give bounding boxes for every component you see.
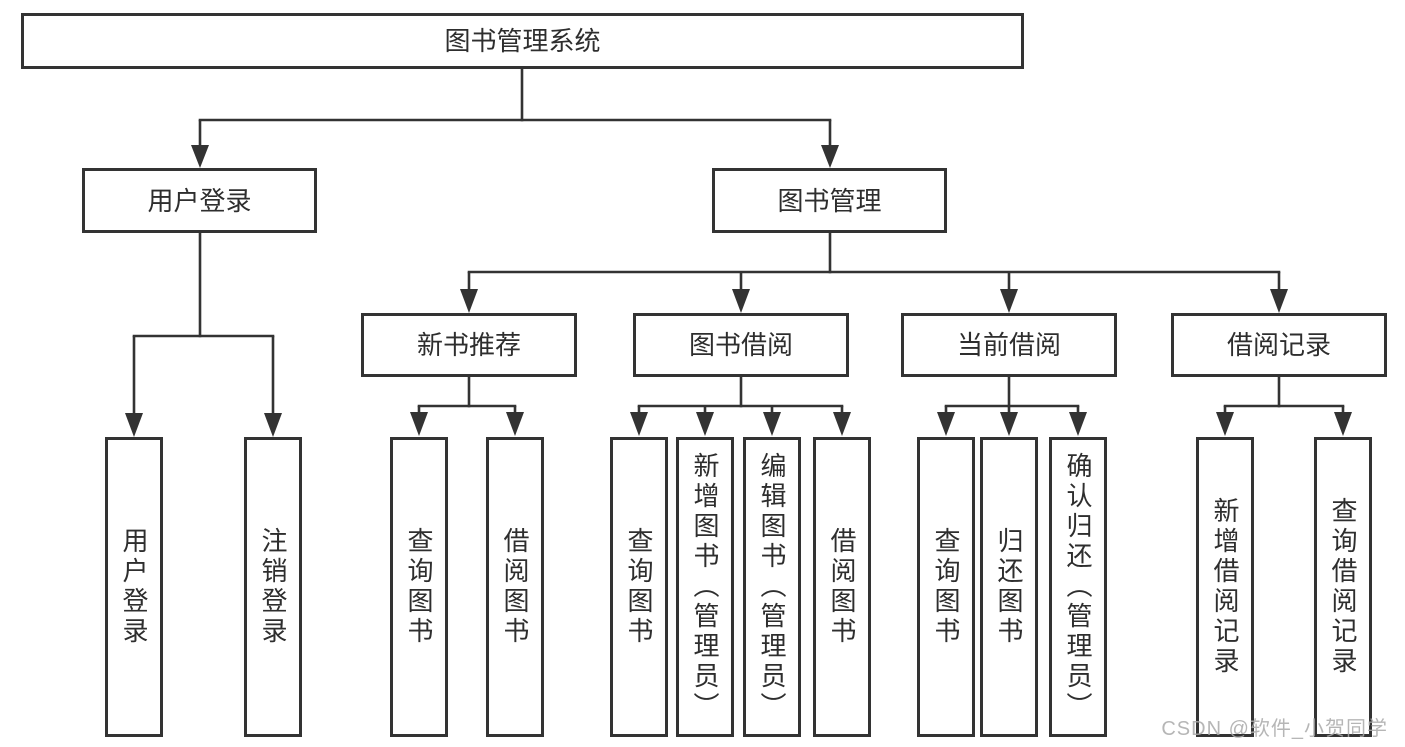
leaf-add-borrow-record: 新增借阅记录	[1196, 437, 1254, 737]
leaf-query-books-recommend: 查询图书	[390, 437, 448, 737]
box-new-book-recommend: 新书推荐	[361, 313, 577, 377]
leaf-label: 编辑图书（管理员）	[757, 452, 787, 722]
leaf-label: 确认归还（管理员）	[1063, 452, 1093, 722]
connector-book-borrow-branch	[630, 375, 851, 436]
leaf-borrow-books: 借阅图书	[813, 437, 871, 737]
connector-root-branch	[191, 67, 839, 168]
leaf-query-borrow-record: 查询借阅记录	[1314, 437, 1372, 737]
box-label: 借阅记录	[1226, 330, 1331, 360]
connector-user-login-branch	[125, 231, 282, 437]
leaf-label: 查询图书	[404, 527, 434, 647]
box-label: 用户登录	[147, 185, 252, 216]
box-user-login: 用户登录	[82, 168, 317, 233]
leaf-label: 注销登录	[258, 527, 288, 647]
box-label: 图书借阅	[688, 330, 793, 360]
leaf-query-books-current: 查询图书	[917, 437, 975, 737]
leaf-add-book-admin: 新增图书（管理员）	[676, 437, 734, 737]
connector-current-borrow-branch	[937, 375, 1087, 436]
leaf-label: 新增借阅记录	[1210, 497, 1240, 677]
leaf-label: 查询图书	[931, 527, 961, 647]
leaf-edit-book-admin: 编辑图书（管理员）	[743, 437, 801, 737]
box-label: 新书推荐	[416, 330, 521, 360]
box-borrow-records: 借阅记录	[1171, 313, 1387, 377]
leaf-label: 借阅图书	[500, 527, 530, 647]
connector-book-management-branch	[460, 231, 1288, 313]
box-book-borrow: 图书借阅	[633, 313, 849, 377]
connector-borrow-records-branch	[1216, 375, 1352, 436]
leaf-user-login: 用户登录	[105, 437, 163, 737]
box-library-management-system: 图书管理系统	[21, 13, 1024, 69]
box-book-management: 图书管理	[712, 168, 947, 233]
leaf-label: 借阅图书	[827, 527, 857, 647]
leaf-query-books-borrow: 查询图书	[610, 437, 668, 737]
box-label: 图书管理	[777, 185, 882, 216]
box-current-borrow: 当前借阅	[901, 313, 1117, 377]
leaf-label: 归还图书	[994, 527, 1024, 647]
connector-new-book-branch	[410, 375, 524, 436]
leaf-borrow-books-recommend: 借阅图书	[486, 437, 544, 737]
leaf-logout: 注销登录	[244, 437, 302, 737]
leaf-label: 用户登录	[119, 527, 149, 647]
leaf-label: 新增图书（管理员）	[690, 452, 720, 722]
leaf-label: 查询图书	[624, 527, 654, 647]
box-label: 图书管理系统	[444, 26, 601, 56]
csdn-watermark: CSDN @软件_小贺同学	[1161, 718, 1388, 740]
leaf-return-book: 归还图书	[980, 437, 1038, 737]
box-label: 当前借阅	[956, 330, 1061, 360]
leaf-label: 查询借阅记录	[1328, 497, 1358, 677]
leaf-confirm-return-admin: 确认归还（管理员）	[1049, 437, 1107, 737]
